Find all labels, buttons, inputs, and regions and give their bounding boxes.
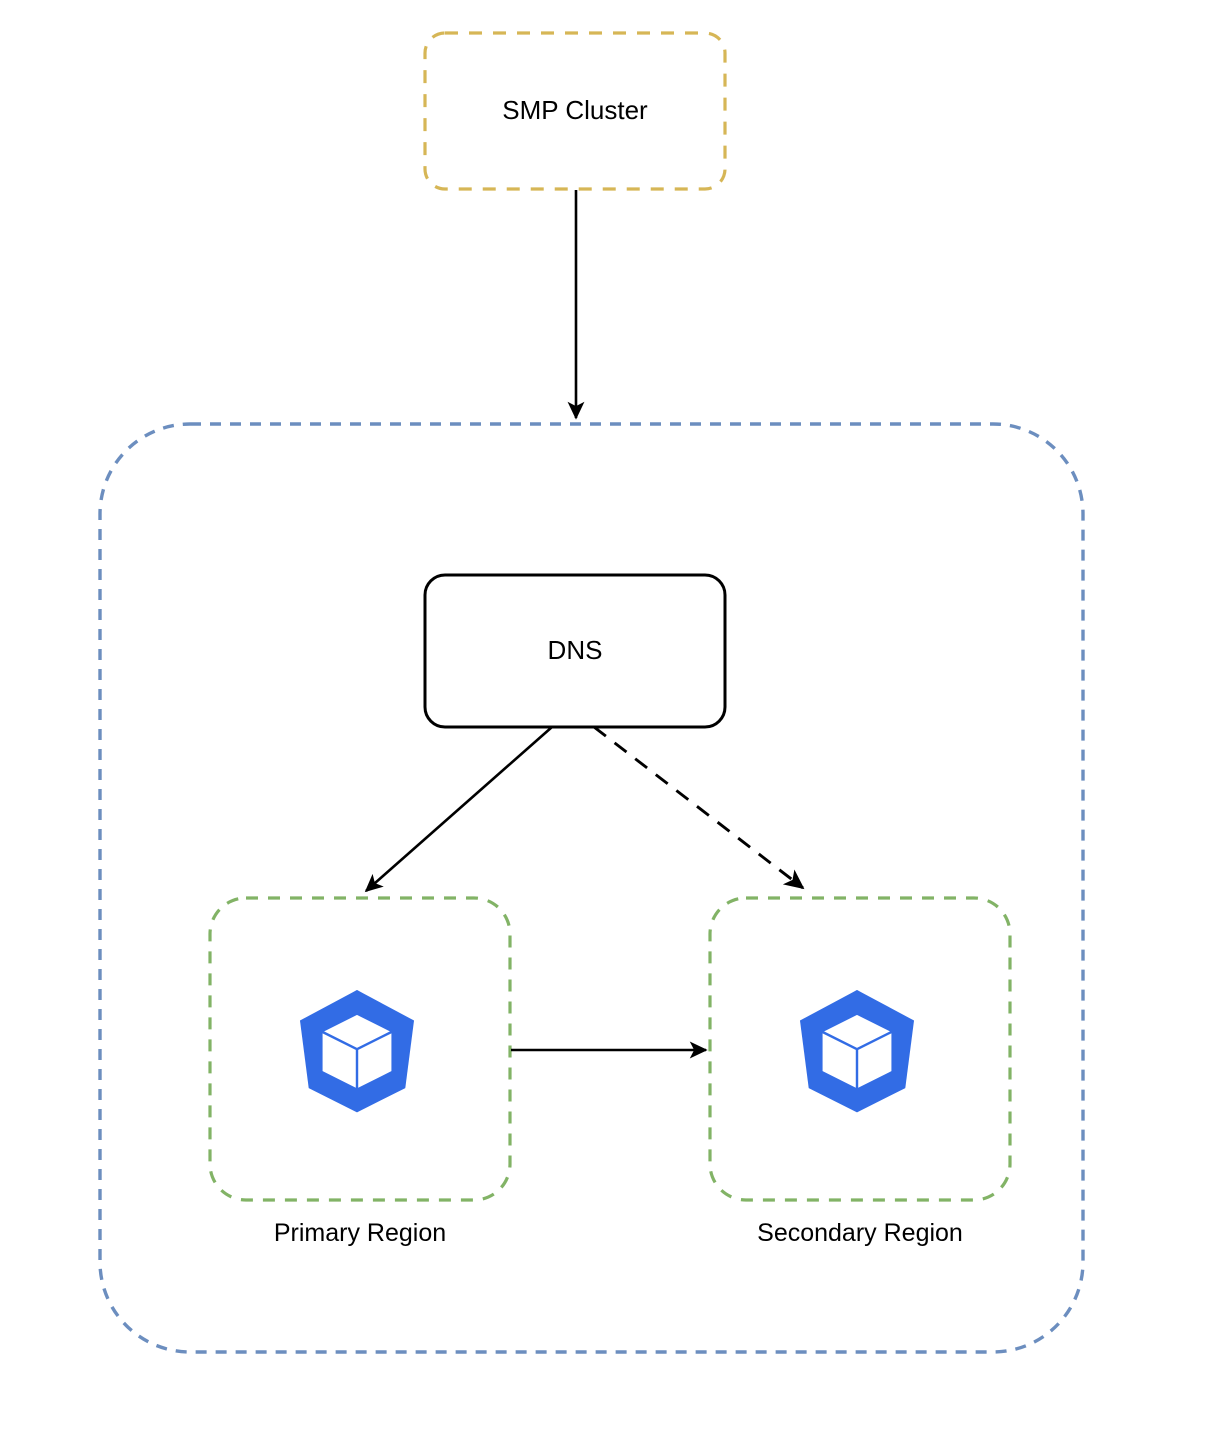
smp-cluster-label: SMP Cluster	[502, 95, 648, 125]
outer-container-outline	[98, 422, 1085, 1354]
kubernetes-icon	[299, 990, 415, 1113]
secondary-region-node[interactable]	[710, 898, 1010, 1200]
dns-label: DNS	[547, 635, 603, 665]
smp-cluster-outline	[423, 31, 727, 191]
edge-dns-to-primary	[364, 726, 553, 893]
primary-region-node[interactable]	[210, 898, 510, 1200]
dns-outline	[423, 573, 727, 729]
kubernetes-icon	[799, 990, 915, 1113]
outer-container-region[interactable]	[100, 424, 1083, 1352]
edge-dns-to-secondary	[593, 725, 805, 890]
secondary-region-label: Secondary Region	[757, 1219, 963, 1247]
primary-region-label: Primary Region	[273, 1219, 447, 1247]
